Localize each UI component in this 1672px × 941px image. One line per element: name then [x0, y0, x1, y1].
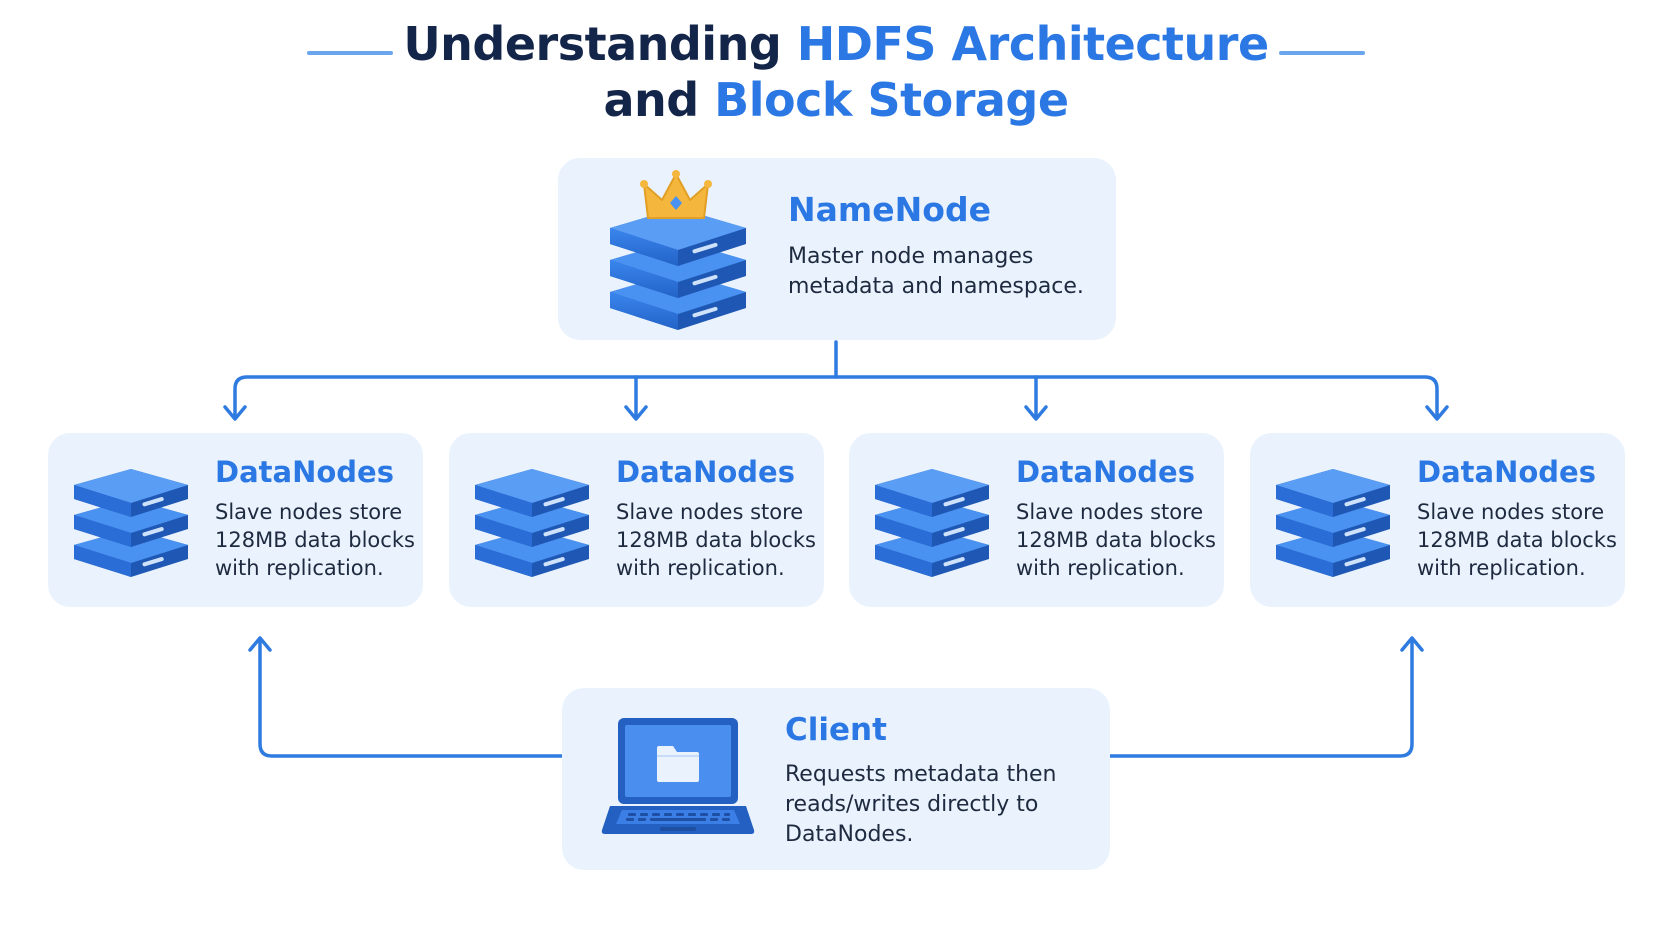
server-stack-icon [875, 469, 989, 577]
arrowhead-datanode-1 [223, 405, 247, 421]
client-card: Client Requests metadata then reads/writ… [562, 688, 1110, 870]
server-stack-with-crown-icon [610, 170, 746, 330]
datanode-title: DataNodes [215, 455, 394, 489]
client-to-datanode-1-connector [258, 638, 564, 758]
datanode-card-3: DataNodes Slave nodes store 128MB data b… [849, 433, 1224, 607]
title-line-2-plain: and [603, 73, 715, 127]
namenode-branch-connector [233, 375, 1439, 420]
namenode-card: NameNode Master node manages metadata an… [558, 158, 1116, 340]
title-line-1-accent: HDFS Architecture [796, 17, 1269, 71]
laptop-folder-icon [601, 718, 755, 834]
datanode-description: Slave nodes store 128MB data blocks with… [1016, 500, 1216, 580]
client-title: Client [785, 712, 887, 748]
diagram-title: Understanding HDFS Architecture and Bloc… [0, 16, 1672, 128]
datanode-card-2: DataNodes Slave nodes store 128MB data b… [449, 433, 824, 607]
server-stack-icon [475, 469, 589, 577]
server-stack-icon [1276, 469, 1390, 577]
datanode-card-4: DataNodes Slave nodes store 128MB data b… [1250, 433, 1625, 607]
title-line-1-plain: Understanding [403, 17, 797, 71]
title-line-2-accent: Block Storage [714, 73, 1069, 127]
client-description: Requests metadata then reads/writes dire… [785, 762, 1057, 847]
datanode-description: Slave nodes store 128MB data blocks with… [616, 500, 816, 580]
arrowhead-datanode-2 [624, 405, 648, 421]
arrowhead-datanode-3 [1024, 405, 1048, 421]
datanode-description: Slave nodes store 128MB data blocks with… [1417, 500, 1617, 580]
arrowhead-client-to-datanode-1 [248, 636, 272, 652]
title-decoration-left [307, 51, 393, 55]
title-line-1: Understanding HDFS Architecture [0, 16, 1672, 72]
datanode-description: Slave nodes store 128MB data blocks with… [215, 500, 415, 580]
client-to-datanode-4-connector [1108, 638, 1414, 758]
datanode-title: DataNodes [616, 455, 795, 489]
arrowhead-client-to-datanode-4 [1400, 636, 1424, 652]
title-line-2: and Block Storage [0, 72, 1672, 128]
namenode-title: NameNode [788, 190, 991, 229]
datanode-title: DataNodes [1016, 455, 1195, 489]
server-stack-icon [74, 469, 188, 577]
namenode-description: Master node manages metadata and namespa… [788, 244, 1084, 299]
arrowhead-datanode-4 [1425, 405, 1449, 421]
datanode-title: DataNodes [1417, 455, 1596, 489]
datanode-card-1: DataNodes Slave nodes store 128MB data b… [48, 433, 423, 607]
title-decoration-right [1279, 51, 1365, 55]
